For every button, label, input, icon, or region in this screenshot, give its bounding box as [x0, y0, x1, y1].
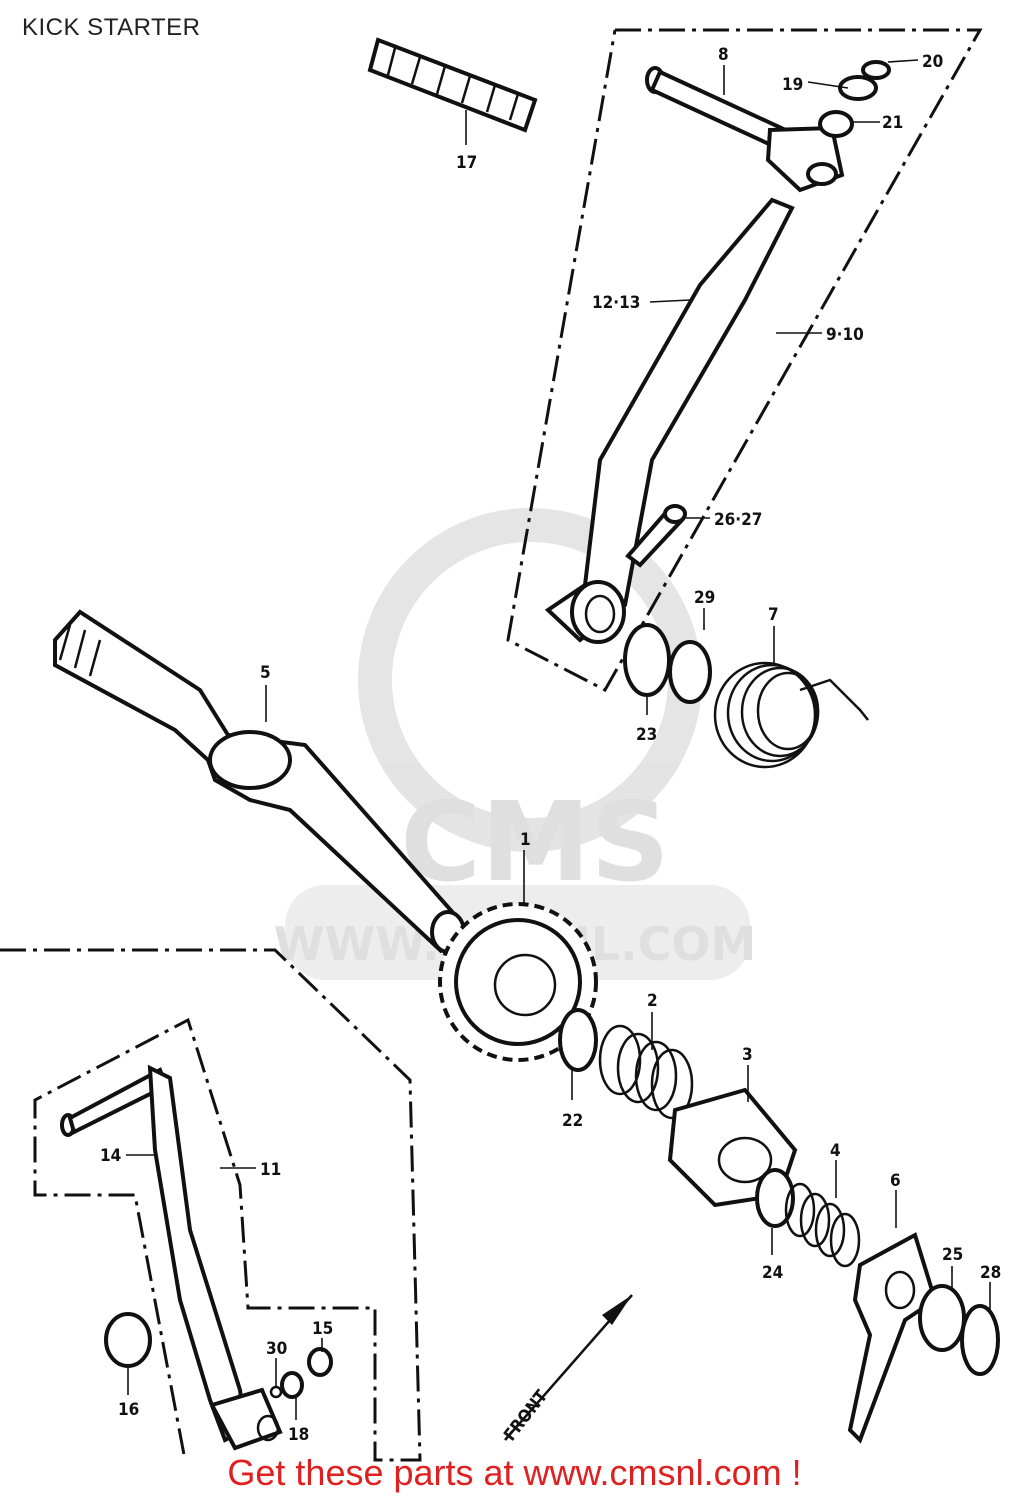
watermark-brand: CMS	[400, 778, 669, 906]
label-part-14: 14	[100, 1146, 121, 1166]
label-part-7: 7	[768, 605, 779, 625]
label-part-29: 29	[694, 588, 715, 608]
label-part-3: 3	[742, 1045, 753, 1065]
washer-20	[861, 60, 891, 80]
washer-21	[818, 110, 854, 138]
kick-starter-spindle	[53, 609, 466, 954]
label-part-18: 18	[288, 1425, 309, 1445]
leader-lines	[126, 59, 991, 1420]
kick-lever	[60, 1064, 283, 1451]
label-part-9-10: 9·10	[826, 325, 864, 345]
label-part-15: 15	[312, 1319, 333, 1339]
label-part-16: 16	[118, 1400, 139, 1420]
kick-starter-gear	[438, 902, 598, 1062]
label-part-1: 1	[520, 830, 531, 850]
label-part-2: 2	[647, 991, 658, 1011]
return-spring	[713, 661, 869, 769]
friction-spring	[598, 1024, 694, 1120]
arm-pinch-bolt	[625, 504, 687, 568]
label-part-25: 25	[942, 1245, 963, 1265]
part-labels: 17 8 19 20 21 12·13 9·10 26·27 29 7 23 5…	[100, 45, 1001, 1445]
circlip-28	[960, 1304, 1000, 1376]
nut-18	[280, 1371, 304, 1399]
washer-23	[623, 623, 671, 697]
nut-15	[307, 1347, 333, 1377]
label-part-8: 8	[718, 45, 729, 65]
label-part-19: 19	[782, 75, 803, 95]
label-part-24: 24	[762, 1263, 783, 1283]
kick-lever-assembly-outline	[0, 948, 422, 1462]
washer-25	[918, 1284, 966, 1352]
label-part-21: 21	[882, 113, 903, 133]
washer-22	[558, 1008, 598, 1072]
front-direction-arrow: FRONT	[500, 1294, 633, 1445]
label-part-28: 28	[980, 1263, 1001, 1283]
label-part-26-27: 26·27	[714, 510, 762, 530]
kick-arm-bolt	[645, 66, 845, 193]
label-part-23: 23	[636, 725, 657, 745]
washer-19	[838, 75, 878, 101]
ratchet-guide-plate	[847, 1232, 938, 1444]
label-part-30: 30	[266, 1339, 287, 1359]
label-part-11: 11	[260, 1160, 281, 1180]
label-part-5: 5	[260, 663, 271, 683]
label-part-17: 17	[456, 153, 477, 173]
cta-banner[interactable]: Get these parts at www.cmsnl.com !	[227, 1452, 802, 1493]
circlip-29	[668, 640, 712, 704]
ball-30	[269, 1385, 283, 1399]
kick-pedal-rubber	[367, 37, 538, 133]
label-part-20: 20	[922, 52, 943, 72]
label-part-12-13: 12·13	[592, 293, 640, 313]
page-title: KICK STARTER	[22, 14, 201, 41]
label-part-6: 6	[890, 1171, 901, 1191]
kick-arm-assembly-outline	[506, 28, 983, 692]
front-direction-label: FRONT	[500, 1386, 552, 1445]
label-part-4: 4	[830, 1141, 841, 1161]
ratchet-spring	[784, 1182, 861, 1268]
boot-16	[104, 1312, 152, 1368]
washer-24	[755, 1168, 795, 1228]
label-part-22: 22	[562, 1111, 583, 1131]
kick-starter-arm	[544, 197, 795, 644]
